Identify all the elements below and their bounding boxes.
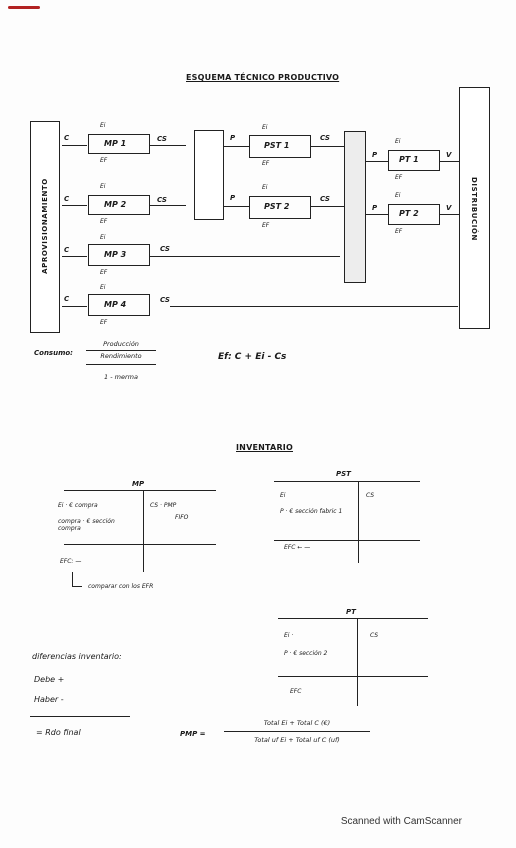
pt1-label: PT 1 xyxy=(399,155,419,164)
mp-left-row: compra · € sección compra xyxy=(58,518,115,532)
stock-formula: Ef: C + Ei - Cs xyxy=(218,352,287,362)
consumo-label: Consumo: xyxy=(34,349,73,357)
p-label: P xyxy=(230,194,236,202)
collector-box-1 xyxy=(194,130,224,220)
pt-right-row: CS xyxy=(370,632,379,639)
ei-label: Ei xyxy=(262,124,268,131)
mp4-label: MP 4 xyxy=(104,300,127,309)
inventario-title: INVENTARIO xyxy=(236,443,293,452)
scheme-title: ESQUEMA TÉCNICO PRODUCTIVO xyxy=(186,73,340,82)
ei-label: Ei xyxy=(100,284,106,291)
pmp-denominator: Total uf Ei + Total uf C (uf) xyxy=(254,736,340,744)
pst-left-row: P · € sección fabric 1 xyxy=(280,508,343,515)
mp2-label: MP 2 xyxy=(104,200,127,209)
red-corner-mark xyxy=(8,6,40,9)
pt-efc: EFC xyxy=(290,688,302,695)
pst-account-header: PST xyxy=(336,470,351,478)
ef-label: EF xyxy=(262,222,270,229)
ei-label: Ei xyxy=(100,122,106,129)
aprovisionamiento-label: APROVISIONAMIENTO xyxy=(41,178,49,274)
ei-label: Ei xyxy=(395,192,401,199)
haber-label: Haber - xyxy=(34,695,64,704)
mp1-node xyxy=(88,134,150,154)
ef-label: EF xyxy=(100,157,108,164)
p-label: P xyxy=(372,204,378,212)
pst1-node xyxy=(249,135,311,158)
pt2-node xyxy=(388,204,440,225)
ef-label: EF xyxy=(262,160,270,167)
cs-label: CS xyxy=(160,296,170,304)
pst-efc: EFC ← — xyxy=(284,544,311,551)
mp-right-row: CS · PMP xyxy=(150,502,177,509)
ei-label: Ei xyxy=(395,138,401,145)
ei-label: Ei xyxy=(262,184,268,191)
ef-label: EF xyxy=(395,174,403,181)
mp-account-header: MP xyxy=(132,480,145,488)
resultado-label: = Rdo final xyxy=(36,728,81,737)
distribucion-label: DISTRIBUCIÓN xyxy=(470,177,478,241)
pt-account-header: PT xyxy=(346,608,356,616)
pt-left-row: Ei · xyxy=(284,632,294,639)
mp-note: comparar con los EFR xyxy=(88,583,154,590)
mp4-node xyxy=(88,294,150,316)
v-label: V xyxy=(446,151,452,159)
ef-label: EF xyxy=(100,269,108,276)
cs-label: CS xyxy=(157,196,167,204)
pst-left-row: Ei xyxy=(280,492,286,499)
v-label: V xyxy=(446,204,452,212)
pst2-label: PST 2 xyxy=(264,202,290,211)
pst1-label: PST 1 xyxy=(264,141,290,150)
c-label: C xyxy=(64,246,70,254)
c-label: C xyxy=(64,134,70,142)
mp3-label: MP 3 xyxy=(104,250,127,259)
cs-label: CS xyxy=(320,134,330,142)
mp-right-row: FIFO xyxy=(175,514,189,521)
mp-left-row: Ei · € compra xyxy=(58,502,98,509)
consumo-numerator: Producción xyxy=(103,340,139,348)
distribucion-box xyxy=(459,87,490,329)
cs-label: CS xyxy=(157,135,167,143)
c-label: C xyxy=(64,295,70,303)
pt2-label: PT 2 xyxy=(399,209,419,218)
debe-label: Debe + xyxy=(34,675,65,684)
p-label: P xyxy=(230,134,236,142)
ef-label: EF xyxy=(100,218,108,225)
mp1-label: MP 1 xyxy=(104,139,127,148)
pt-left-row: P · € sección 2 xyxy=(284,650,328,657)
ef-label: EF xyxy=(395,228,403,235)
pmp-label: PMP = xyxy=(180,730,206,738)
pmp-numerator: Total Ei + Total C (€) xyxy=(263,719,331,727)
ef-label: EF xyxy=(100,319,108,326)
collector-box-2 xyxy=(344,131,366,283)
ei-label: Ei xyxy=(100,234,106,241)
diferencias-title: diferencias inventario: xyxy=(32,652,122,661)
p-label: P xyxy=(372,151,378,159)
consumo-denominator: Rendimiento xyxy=(100,352,142,360)
pt1-node xyxy=(388,150,440,171)
pst-right-row: CS xyxy=(366,492,375,499)
aprovisionamiento-box xyxy=(30,121,60,333)
consumo-denominator-2: 1 - merma xyxy=(104,373,138,381)
mp2-node xyxy=(88,195,150,215)
cs-label: CS xyxy=(160,245,170,253)
camscanner-watermark: Scanned with CamScanner xyxy=(340,816,462,827)
ei-label: Ei xyxy=(100,183,106,190)
cs-label: CS xyxy=(320,195,330,203)
mp-efc: EFC: — xyxy=(60,558,82,565)
mp3-node xyxy=(88,244,150,266)
pst2-node xyxy=(249,196,311,219)
c-label: C xyxy=(64,195,70,203)
